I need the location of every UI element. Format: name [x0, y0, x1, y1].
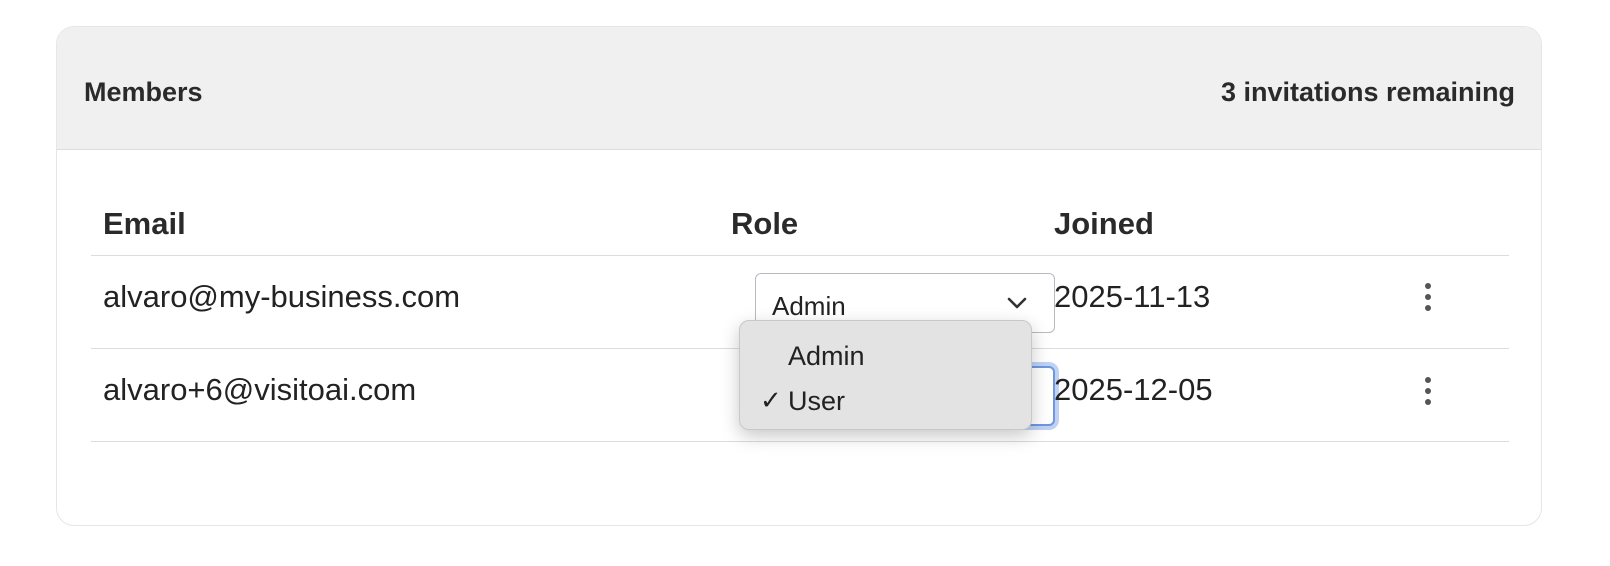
column-header-joined: Joined — [1054, 206, 1154, 241]
column-header-role: Role — [731, 206, 799, 241]
role-option-admin[interactable]: Admin — [788, 341, 865, 371]
table-divider — [91, 441, 1509, 442]
members-title: Members — [84, 77, 203, 107]
role-select-value: Admin — [772, 291, 846, 321]
role-dropdown-menu: Admin ✓ User — [739, 320, 1032, 430]
members-card-header: Members 3 invitations remaining — [57, 27, 1541, 150]
members-card: Members 3 invitations remaining Email Ro… — [56, 26, 1542, 526]
more-vertical-icon[interactable] — [1421, 375, 1435, 407]
role-option-user[interactable]: User — [788, 386, 846, 416]
check-icon: ✓ — [760, 385, 782, 415]
member-joined-date: 2025-11-13 — [1054, 279, 1211, 314]
table-divider — [91, 255, 1509, 256]
member-email: alvaro+6@visitoai.com — [103, 372, 417, 407]
chevron-down-icon — [1007, 297, 1027, 309]
column-header-email: Email — [103, 206, 186, 241]
member-joined-date: 2025-12-05 — [1054, 372, 1213, 407]
more-vertical-icon[interactable] — [1421, 281, 1435, 313]
member-email: alvaro@my-business.com — [103, 279, 461, 314]
invitations-remaining: 3 invitations remaining — [1220, 77, 1515, 107]
